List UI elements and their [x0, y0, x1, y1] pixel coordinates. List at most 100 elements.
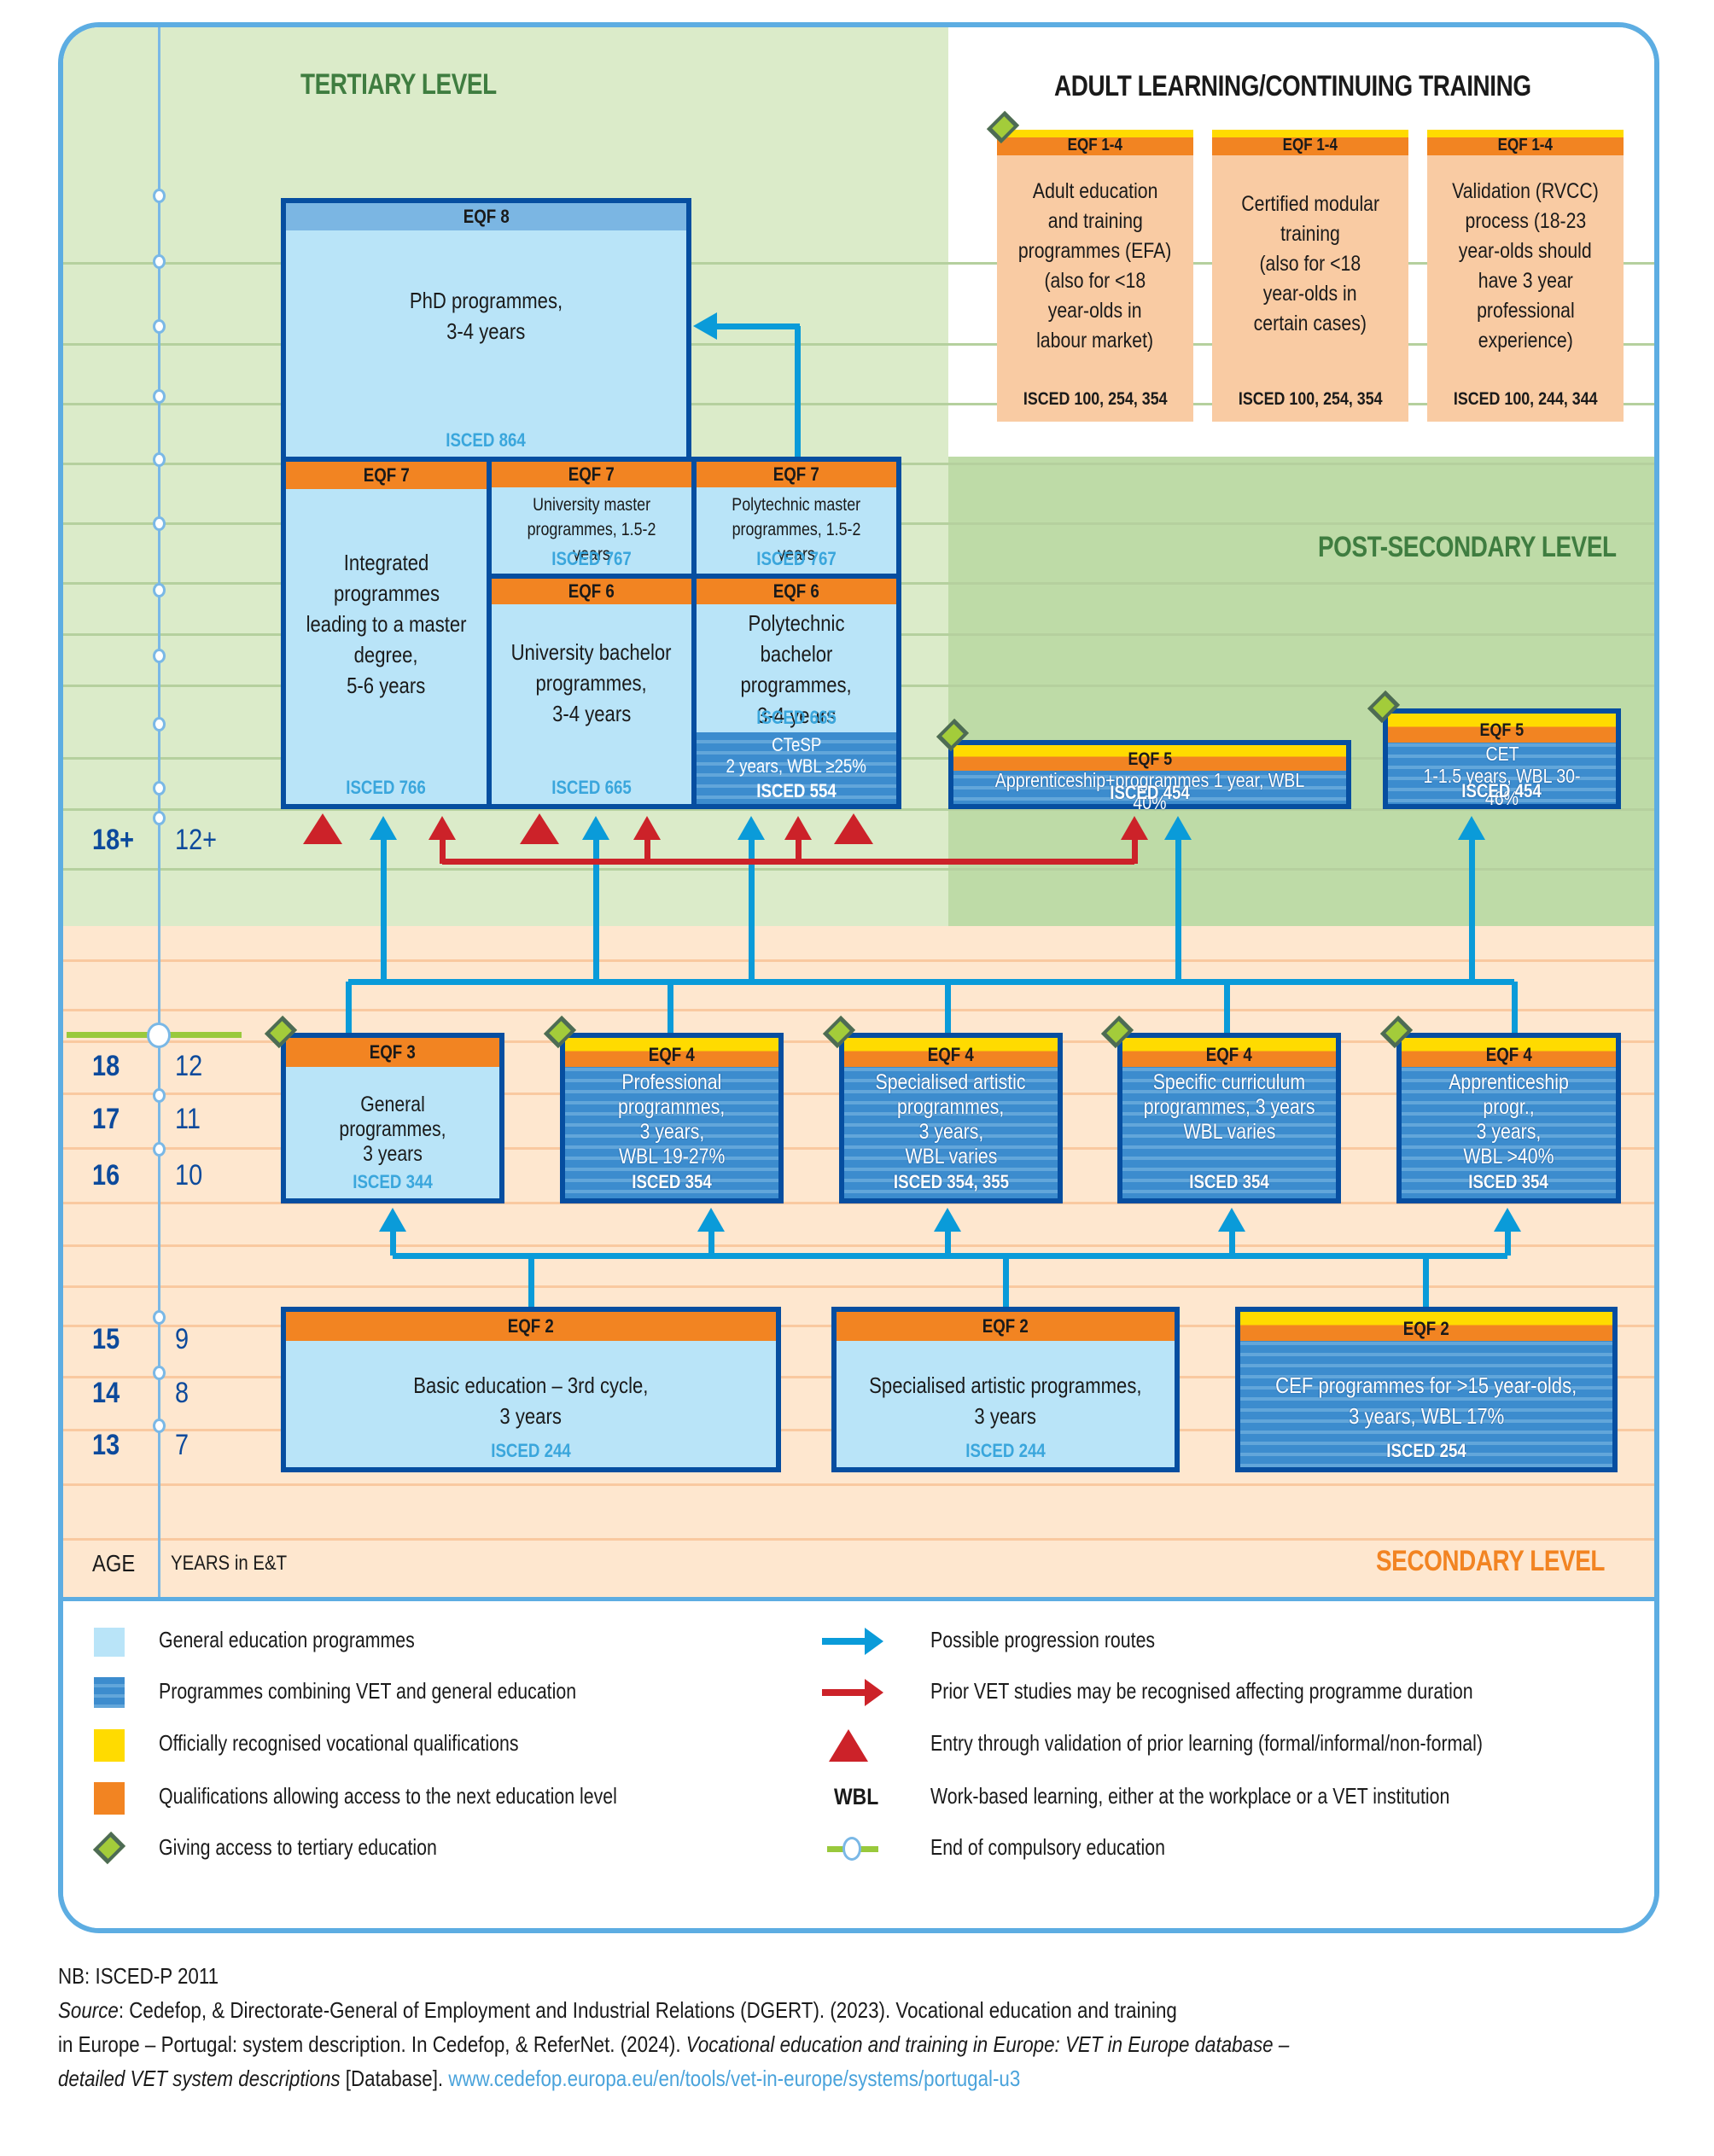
- secondary-level-title: SECONDARY LEVEL: [1376, 1545, 1606, 1577]
- isced-code: ISCED 665: [551, 777, 632, 798]
- timeline-tick: [153, 1088, 166, 1103]
- upper-secondary-box[interactable]: EQF 4 Apprenticeship progr.,3 years,WBL >…: [1396, 1033, 1621, 1203]
- phd-programmes-box[interactable]: EQF 8 PhD programmes,3-4 years ISCED 864: [281, 198, 691, 462]
- progression-arrow-head-icon: [693, 312, 717, 340]
- arrow-line: [708, 1229, 714, 1256]
- lower-secondary-box[interactable]: EQF 2 Basic education – 3rd cycle,3 years…: [281, 1307, 781, 1472]
- timeline-tick: [153, 649, 166, 663]
- isced-code: ISCED 244: [965, 1440, 1046, 1461]
- eqf-header: EQF 7: [697, 462, 896, 487]
- legend-label: End of compulsory education: [930, 1834, 1165, 1860]
- age-header: AGE: [92, 1550, 136, 1576]
- years-label: 7: [175, 1429, 189, 1461]
- arrow-line: [1175, 839, 1181, 982]
- arrow-line: [528, 1256, 534, 1307]
- recognition-arrow-head-icon: [633, 816, 661, 840]
- arrow-line: [715, 323, 800, 329]
- gridline: [63, 1285, 1654, 1288]
- database-title: detailed VET system descriptions: [58, 2066, 341, 2091]
- arrow-line: [945, 982, 951, 1033]
- arrow-line: [795, 326, 801, 457]
- years-label: 10: [175, 1159, 203, 1192]
- years-label: 11: [175, 1103, 201, 1135]
- eqf-header: EQF 3: [286, 1038, 499, 1067]
- footnote-source-line-3: detailed VET system descriptions [Databa…: [58, 2066, 1020, 2092]
- years-label: 12+: [175, 824, 218, 856]
- compulsory-end-icon: [827, 1837, 878, 1861]
- gridline: [63, 1244, 1654, 1247]
- footnote-source-line-1: Source: Cedefop, & Directorate-General o…: [58, 1997, 1177, 2024]
- progression-arrow-head-icon: [697, 1208, 725, 1232]
- progression-arrow-head-icon: [1494, 1208, 1521, 1232]
- eqf-header: EQF 2: [1240, 1312, 1612, 1341]
- source-label: Source: [58, 1997, 119, 2023]
- eqf-header: EQF 4: [1122, 1038, 1336, 1067]
- recognition-arrow-head-icon: [1121, 816, 1148, 840]
- arrow-line: [593, 839, 599, 982]
- legend-label: Prior VET studies may be recognised affe…: [930, 1678, 1473, 1704]
- eqf-header: EQF 5: [1388, 714, 1616, 743]
- age-label: 14: [92, 1377, 120, 1409]
- apprenticeship-plus-box[interactable]: EQF 5 Apprenticeship+programmes 1 year, …: [948, 740, 1351, 813]
- post-secondary-title: POST-SECONDARY LEVEL: [1318, 531, 1617, 563]
- source-link[interactable]: www.cedefop.europa.eu/en/tools/vet-in-eu…: [448, 2066, 1021, 2091]
- source-text: [Database].: [340, 2066, 449, 2091]
- arrow-line: [1423, 1256, 1429, 1307]
- arrow-line: [393, 1253, 1507, 1259]
- progression-arrow-head-icon: [1164, 816, 1192, 840]
- recognition-arrow-head-icon: [784, 816, 812, 840]
- timeline-tick: [153, 781, 166, 795]
- programme-description: Basic education – 3rd cycle,3 years: [413, 1372, 649, 1429]
- years-label: 9: [175, 1323, 189, 1355]
- validation-entry-triangle-icon: [303, 813, 342, 844]
- isced-code: ISCED 354: [1468, 1171, 1549, 1192]
- timeline-tick: [153, 516, 166, 531]
- arrow-line: [945, 1229, 951, 1256]
- source-text: : Cedefop, & Directorate-General of Empl…: [118, 1997, 1177, 2023]
- eqf-header: EQF 4: [1402, 1038, 1616, 1067]
- arrow-line: [1505, 1229, 1511, 1256]
- tertiary-level-title: TERTIARY LEVEL: [300, 68, 497, 101]
- arrow-line: [644, 839, 650, 864]
- programme-description: Apprenticeship progr.,3 years,WBL >40%: [1449, 1070, 1569, 1168]
- vocational-qualification-swatch: [94, 1729, 125, 1762]
- gridline: [63, 262, 1654, 265]
- progression-arrow-head-icon: [379, 1208, 406, 1232]
- legend-label: Qualifications allowing access to the ne…: [159, 1783, 617, 1809]
- arrow-line: [749, 839, 755, 982]
- timeline-tick: [153, 389, 166, 404]
- isced-code: ISCED 354: [1189, 1171, 1269, 1192]
- arrow-line: [668, 982, 673, 1033]
- age-label: 16: [92, 1159, 120, 1192]
- programme-description: Apprenticeship+programmes 1 year, WBL 40…: [994, 769, 1305, 813]
- gridline: [63, 868, 1654, 871]
- eqf-header: EQF 2: [286, 1312, 776, 1341]
- legend-label: Entry through validation of prior learni…: [930, 1730, 1483, 1756]
- arrow-line: [381, 839, 387, 982]
- recognition-arrow-head-icon: [428, 816, 456, 840]
- gridline: [63, 1538, 1654, 1541]
- timeline-tick: [153, 452, 166, 467]
